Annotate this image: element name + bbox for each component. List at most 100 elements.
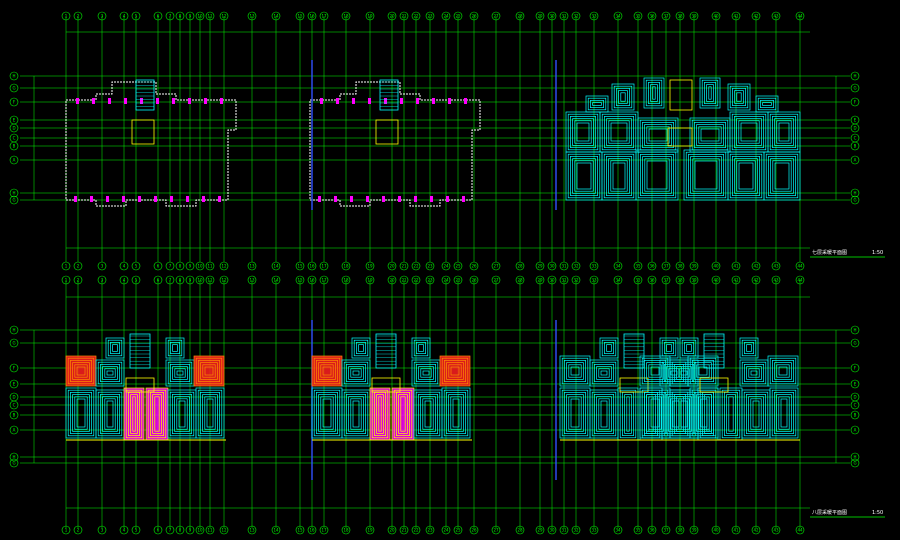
svg-text:32: 32: [573, 528, 579, 533]
svg-text:28: 28: [517, 528, 523, 533]
svg-text:C: C: [13, 136, 16, 141]
svg-text:D: D: [12, 395, 15, 400]
svg-text:2: 2: [77, 278, 80, 283]
svg-text:36: 36: [649, 278, 655, 283]
svg-text:19: 19: [367, 528, 373, 533]
svg-text:19: 19: [367, 14, 373, 19]
svg-text:33: 33: [591, 278, 597, 283]
svg-text:19: 19: [367, 264, 373, 269]
top-plan-grid: [20, 16, 850, 262]
svg-text:E: E: [13, 118, 16, 123]
plan-title-block-top: 七层采暖平面图 1:50: [810, 249, 885, 258]
svg-text:14: 14: [273, 264, 279, 269]
svg-text:32: 32: [573, 278, 579, 283]
svg-text:18: 18: [343, 528, 349, 533]
svg-text:6: 6: [157, 14, 160, 19]
svg-text:19: 19: [367, 278, 373, 283]
svg-text:H: H: [12, 328, 15, 333]
svg-text:G: G: [12, 461, 15, 466]
svg-text:29: 29: [537, 14, 543, 19]
svg-text:G: G: [853, 461, 856, 466]
svg-text:E: E: [854, 382, 857, 387]
svg-text:41: 41: [733, 14, 739, 19]
svg-text:C: C: [854, 136, 857, 141]
svg-text:10: 10: [197, 278, 203, 283]
svg-text:42: 42: [753, 14, 759, 19]
svg-text:40: 40: [713, 264, 719, 269]
svg-text:12: 12: [221, 528, 227, 533]
svg-text:22: 22: [413, 264, 419, 269]
svg-text:30: 30: [549, 264, 555, 269]
svg-text:A: A: [13, 158, 16, 163]
svg-text:15: 15: [297, 264, 303, 269]
svg-text:25: 25: [455, 14, 461, 19]
svg-text:F: F: [854, 100, 857, 105]
svg-text:31: 31: [561, 264, 567, 269]
svg-text:D: D: [853, 395, 856, 400]
svg-text:26: 26: [471, 264, 477, 269]
svg-text:44: 44: [797, 278, 803, 283]
svg-text:23: 23: [427, 264, 433, 269]
svg-text:40: 40: [713, 528, 719, 533]
svg-text:9: 9: [189, 14, 192, 19]
top-plan-heating-loops: [565, 77, 801, 201]
svg-text:1: 1: [65, 264, 68, 269]
svg-text:17: 17: [321, 14, 327, 19]
svg-text:7: 7: [169, 264, 172, 269]
svg-text:41: 41: [733, 264, 739, 269]
svg-text:26: 26: [471, 278, 477, 283]
svg-text:12: 12: [221, 264, 227, 269]
svg-text:13: 13: [249, 14, 255, 19]
svg-text:H: H: [12, 455, 15, 460]
svg-text:G: G: [12, 341, 15, 346]
svg-text:11: 11: [207, 264, 213, 269]
svg-text:13: 13: [249, 264, 255, 269]
svg-text:24: 24: [443, 278, 449, 283]
svg-text:9: 9: [189, 278, 192, 283]
svg-text:42: 42: [753, 278, 759, 283]
svg-text:18: 18: [343, 264, 349, 269]
svg-text:1: 1: [65, 278, 68, 283]
svg-text:37: 37: [663, 14, 669, 19]
svg-text:44: 44: [797, 264, 803, 269]
svg-text:5: 5: [135, 264, 138, 269]
svg-text:37: 37: [663, 264, 669, 269]
svg-text:8: 8: [179, 264, 182, 269]
svg-text:9: 9: [189, 528, 192, 533]
svg-text:G: G: [853, 86, 856, 91]
svg-text:23: 23: [427, 14, 433, 19]
svg-text:F: F: [13, 366, 16, 371]
top-plan-walls: [65, 60, 557, 480]
svg-text:E: E: [854, 118, 857, 123]
svg-text:21: 21: [401, 264, 407, 269]
svg-text:6: 6: [157, 264, 160, 269]
svg-text:17: 17: [321, 264, 327, 269]
svg-text:2: 2: [77, 14, 80, 19]
svg-text:21: 21: [401, 14, 407, 19]
svg-text:15: 15: [297, 14, 303, 19]
svg-text:7: 7: [169, 14, 172, 19]
svg-text:28: 28: [517, 14, 523, 19]
svg-text:41: 41: [733, 528, 739, 533]
svg-text:33: 33: [591, 264, 597, 269]
svg-text:B: B: [854, 144, 857, 149]
svg-text:34: 34: [615, 264, 621, 269]
plan-scale-bottom: 1:50: [872, 510, 883, 516]
svg-text:37: 37: [663, 528, 669, 533]
svg-text:A: A: [854, 428, 857, 433]
svg-text:28: 28: [517, 264, 523, 269]
svg-text:37: 37: [663, 278, 669, 283]
svg-text:41: 41: [733, 278, 739, 283]
plan-title-top: 七层采暖平面图: [812, 249, 847, 256]
svg-text:6: 6: [157, 528, 160, 533]
svg-text:26: 26: [471, 528, 477, 533]
svg-text:18: 18: [343, 14, 349, 19]
svg-text:11: 11: [207, 528, 213, 533]
svg-text:25: 25: [455, 264, 461, 269]
svg-text:32: 32: [573, 264, 579, 269]
svg-text:43: 43: [773, 528, 779, 533]
svg-text:1: 1: [65, 14, 68, 19]
svg-text:31: 31: [561, 528, 567, 533]
svg-text:26: 26: [471, 14, 477, 19]
svg-text:20: 20: [389, 264, 395, 269]
